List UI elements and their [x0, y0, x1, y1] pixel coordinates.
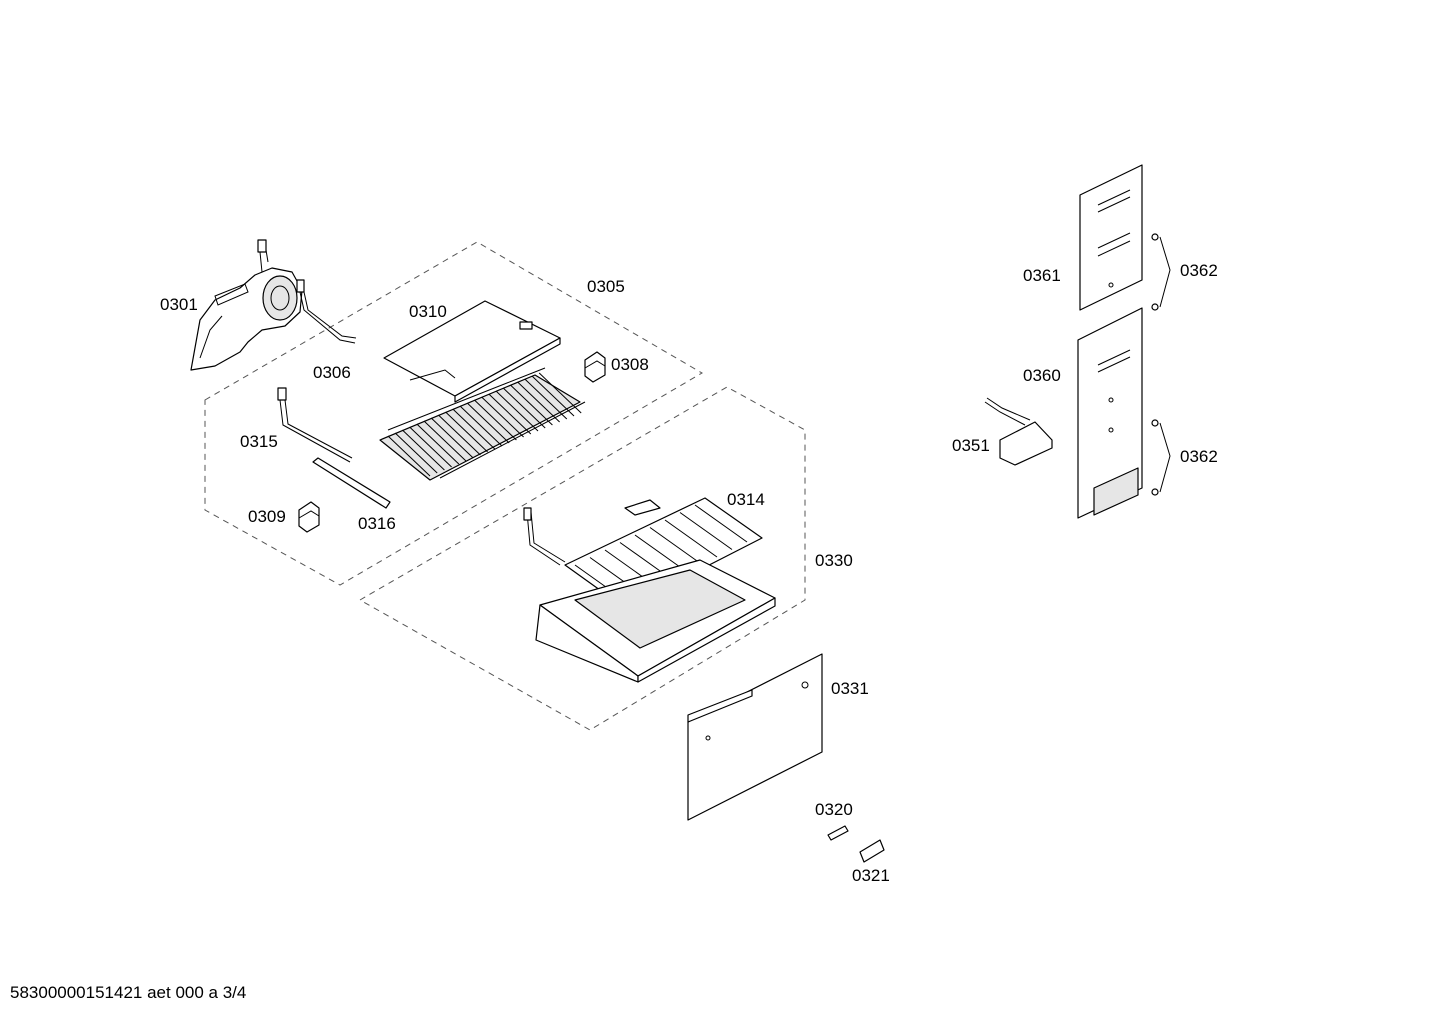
- coil-fin: [430, 417, 474, 459]
- coil-fin: [538, 372, 582, 414]
- assembly-0305-outline: [204, 241, 703, 586]
- coil-fin: [466, 402, 510, 444]
- heater-wire-0315-part[interactable]: [277, 387, 353, 463]
- coil-fin: [524, 378, 568, 420]
- label-0314: 0314: [727, 490, 765, 509]
- label-0309: 0309: [248, 507, 286, 526]
- label-0316: 0316: [358, 514, 396, 533]
- coil-fin: [531, 375, 575, 417]
- label-0351: 0351: [952, 436, 990, 455]
- coil-fin: [423, 420, 467, 462]
- pin-0320-part[interactable]: [827, 825, 849, 841]
- evaporator-coil-part[interactable]: [379, 367, 586, 481]
- clip-0308-part[interactable]: [584, 351, 606, 383]
- coil-fin: [445, 411, 488, 453]
- grid-bar: [679, 512, 733, 550]
- coil-fin: [495, 390, 539, 432]
- evaporator-cover-part[interactable]: [383, 300, 561, 403]
- coil-fin: [481, 396, 524, 438]
- bracket-0316-part[interactable]: [312, 457, 391, 509]
- label-0360: 0360: [1023, 366, 1061, 385]
- grid-bar: [664, 519, 718, 558]
- coil-fin: [452, 408, 496, 450]
- coil-fin: [510, 384, 553, 426]
- coil-fin: [438, 414, 481, 456]
- label-0315: 0315: [240, 432, 278, 451]
- label-0361: 0361: [1023, 266, 1061, 285]
- assembly-0330-outline: [358, 386, 806, 731]
- fan-housing-part[interactable]: [190, 239, 303, 371]
- label-0331: 0331: [831, 679, 869, 698]
- label-0306: 0306: [313, 363, 351, 382]
- cap-0321-part[interactable]: [859, 839, 885, 863]
- coil-fin: [394, 432, 438, 474]
- drip-tray-0330-part[interactable]: [535, 559, 776, 683]
- sensor-wire-0306-part[interactable]: [296, 279, 357, 344]
- screws-0362-lower[interactable]: [1151, 419, 1159, 496]
- coil-fin: [459, 405, 503, 447]
- label-0301: 0301: [160, 295, 198, 314]
- coil-fin: [402, 429, 445, 471]
- label-0321: 0321: [852, 866, 890, 885]
- clip-0309-part[interactable]: [298, 501, 320, 533]
- coil-fin: [474, 399, 517, 441]
- coil-fin: [502, 387, 546, 429]
- control-module-0351-part[interactable]: [984, 397, 1053, 466]
- coil-fin: [416, 423, 460, 465]
- upper-panel-0361-part[interactable]: [1079, 164, 1143, 311]
- label-0310: 0310: [409, 302, 447, 321]
- label-0320: 0320: [815, 800, 853, 819]
- label-0362-lower: 0362: [1180, 447, 1218, 466]
- grid-heater-0314-part[interactable]: [523, 497, 763, 609]
- coil-fin: [387, 435, 431, 477]
- label-0308: 0308: [611, 355, 649, 374]
- document-footer: 58300000151421 aet 000 a 3/4: [10, 983, 246, 1002]
- label-0330: 0330: [815, 551, 853, 570]
- screws-0362-upper[interactable]: [1151, 233, 1159, 311]
- lower-panel-0360-part[interactable]: [1077, 307, 1143, 519]
- label-0362-upper: 0362: [1180, 261, 1218, 280]
- grid-bar: [694, 504, 748, 543]
- coil-fin: [517, 381, 560, 423]
- coil-fin: [488, 393, 532, 435]
- coil-fin: [409, 426, 452, 468]
- grid-bar: [649, 527, 703, 565]
- label-0305: 0305: [587, 277, 625, 296]
- cover-panel-0331-part[interactable]: [687, 653, 823, 821]
